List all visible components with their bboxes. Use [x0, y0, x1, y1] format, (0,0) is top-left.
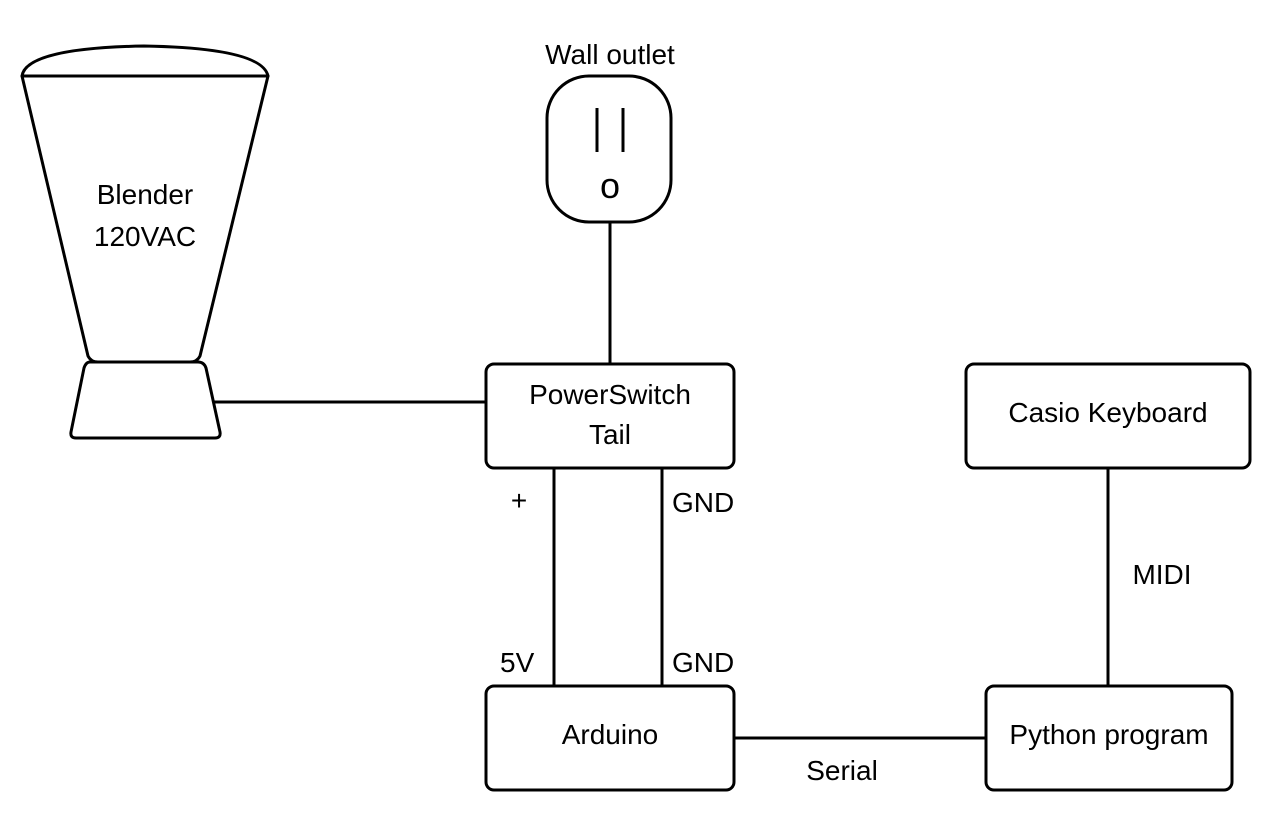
- plus-label: +: [511, 485, 527, 516]
- wall-outlet-label: Wall outlet: [545, 39, 675, 70]
- arduino-label: Arduino: [562, 719, 659, 750]
- casio-box: [964, 362, 1252, 470]
- python-label: Python program: [1009, 719, 1208, 750]
- wall-outlet-node: Wall outlet o: [545, 39, 675, 224]
- outlet-ground-hole: o: [600, 165, 620, 206]
- five-v-label: 5V: [500, 647, 535, 678]
- casio-label: Casio Keyboard: [1008, 397, 1207, 428]
- blender-label-line1: Blender: [97, 179, 194, 210]
- gnd-bottom-label: GND: [672, 647, 734, 678]
- serial-label: Serial: [806, 755, 878, 786]
- powerswitch-label-line2: Tail: [589, 419, 631, 450]
- python-box: [984, 684, 1234, 792]
- python-node: Python program: [984, 684, 1234, 792]
- blender-lid: [20, 44, 270, 78]
- powerswitch-node: PowerSwitch Tail: [484, 362, 736, 470]
- blender-jar: [20, 74, 270, 364]
- blender-base: [69, 360, 222, 440]
- arduino-node: Arduino: [484, 684, 736, 792]
- wall-outlet-body: [545, 74, 673, 224]
- powerswitch-label-line1: PowerSwitch: [529, 379, 691, 410]
- blender-node: Blender 120VAC: [20, 44, 270, 440]
- casio-node: Casio Keyboard: [964, 362, 1252, 470]
- midi-label: MIDI: [1132, 559, 1191, 590]
- gnd-top-label: GND: [672, 487, 734, 518]
- blender-label-line2: 120VAC: [94, 221, 196, 252]
- arduino-box: [484, 684, 736, 792]
- powerswitch-box: [484, 362, 736, 470]
